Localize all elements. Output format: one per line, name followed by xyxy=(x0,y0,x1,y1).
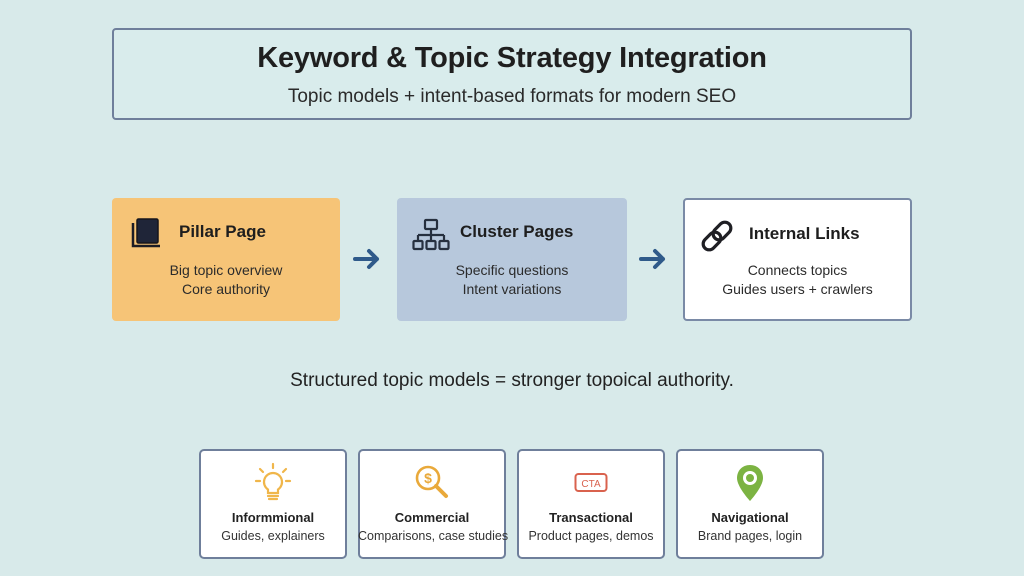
internal-links-card: Internal Links Connects topics Guides us… xyxy=(683,198,912,321)
arrow-right-icon xyxy=(638,247,668,276)
intent-card-informational: Informmional Guides, explainers xyxy=(199,449,347,559)
lightbulb-icon xyxy=(201,461,345,505)
cta-button-icon: CTA xyxy=(519,461,663,505)
cluster-pages-line-2: Intent variations xyxy=(462,281,562,297)
pillar-page-card: Pillar Page Big topic overview Core auth… xyxy=(112,198,340,321)
svg-text:$: $ xyxy=(424,470,432,486)
pillar-page-line-2: Core authority xyxy=(182,281,270,297)
chain-link-icon xyxy=(699,218,737,259)
intent-title: Informmional xyxy=(231,510,315,525)
pillar-page-line-1: Big topic overview xyxy=(169,262,283,278)
cluster-pages-line-1: Specific questions xyxy=(455,262,569,278)
internal-links-line-2: Guides users + crawlers xyxy=(722,281,873,297)
intent-title: Navigational xyxy=(711,510,789,525)
intent-description: Comparisons, case studies xyxy=(358,529,509,543)
page-subtitle: Topic models + intent-based formats for … xyxy=(287,86,737,107)
internal-links-description: Connects topics Guides users + crawlers xyxy=(685,261,910,299)
intent-title: Transactional xyxy=(549,510,633,525)
header-box: Keyword & Topic Strategy Integration Top… xyxy=(112,28,912,120)
book-icon xyxy=(130,216,164,255)
internal-links-line-1: Connects topics xyxy=(747,262,848,278)
pillar-page-title: Pillar Page xyxy=(179,222,266,241)
cluster-pages-card: Cluster Pages Specific questions Intent … xyxy=(397,198,627,321)
intent-card-commercial: $ Commercial Comparisons, case studies xyxy=(358,449,509,559)
sitemap-icon xyxy=(412,218,450,257)
pillar-page-description: Big topic overview Core authority xyxy=(112,261,340,299)
summary-statement: Structured topic models = stronger topoi… xyxy=(290,370,734,391)
intent-title: Commercial xyxy=(394,510,470,525)
intent-card-transactional: CTA Transactional Product pages, demos xyxy=(517,449,665,559)
page-title: Keyword & Topic Strategy Integration xyxy=(257,42,767,74)
map-pin-icon xyxy=(678,461,822,505)
intent-description: Product pages, demos xyxy=(528,529,654,543)
intent-description: Brand pages, login xyxy=(697,529,803,543)
dollar-magnifier-icon: $ xyxy=(360,461,504,505)
cluster-pages-description: Specific questions Intent variations xyxy=(397,261,627,299)
internal-links-title: Internal Links xyxy=(749,224,860,243)
arrow-right-icon xyxy=(352,247,382,276)
intent-description: Guides, explainers xyxy=(221,529,325,543)
svg-text:CTA: CTA xyxy=(581,479,601,490)
intent-card-navigational: Navigational Brand pages, login xyxy=(676,449,824,559)
cluster-pages-title: Cluster Pages xyxy=(460,222,574,241)
